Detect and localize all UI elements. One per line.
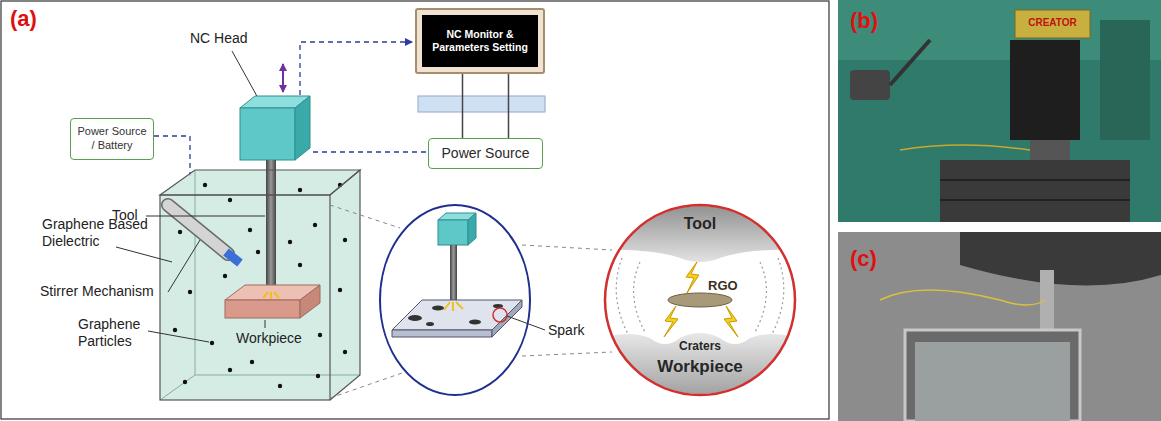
material-label: RGO (708, 278, 738, 294)
panel-letter: (c) (850, 246, 877, 272)
part-label: Stirrer Mechanism (40, 283, 154, 300)
zone-label: Craters (660, 339, 740, 353)
monitor-screen: NC Monitor & Parameters Setting (422, 15, 538, 67)
panel-frame (1, 1, 829, 419)
power-source-box: Power Source / Battery (70, 118, 154, 160)
node-text: Power Source (442, 145, 530, 162)
stand-connector (463, 74, 509, 138)
machine-brand: CREATOR (1015, 17, 1090, 29)
part-label: Graphene Based Dielectric (42, 216, 156, 250)
zone-label: Workpiece (640, 357, 760, 377)
zone-label: Tool (650, 214, 750, 233)
node-text: NC Monitor & Parameters Setting (425, 28, 535, 54)
panel-letter: (b) (850, 8, 878, 34)
part-label: Spark (548, 322, 585, 339)
part-label: Workpiece (236, 330, 302, 347)
monitor-box: NC Monitor & Parameters Setting (415, 8, 545, 74)
part-label: NC Head (190, 30, 248, 47)
node-text: Power Source / Battery (75, 125, 149, 153)
power-source-box: Power Source (428, 138, 543, 169)
part-label: Graphene Particles (78, 316, 154, 350)
panel-letter: (a) (10, 6, 37, 32)
